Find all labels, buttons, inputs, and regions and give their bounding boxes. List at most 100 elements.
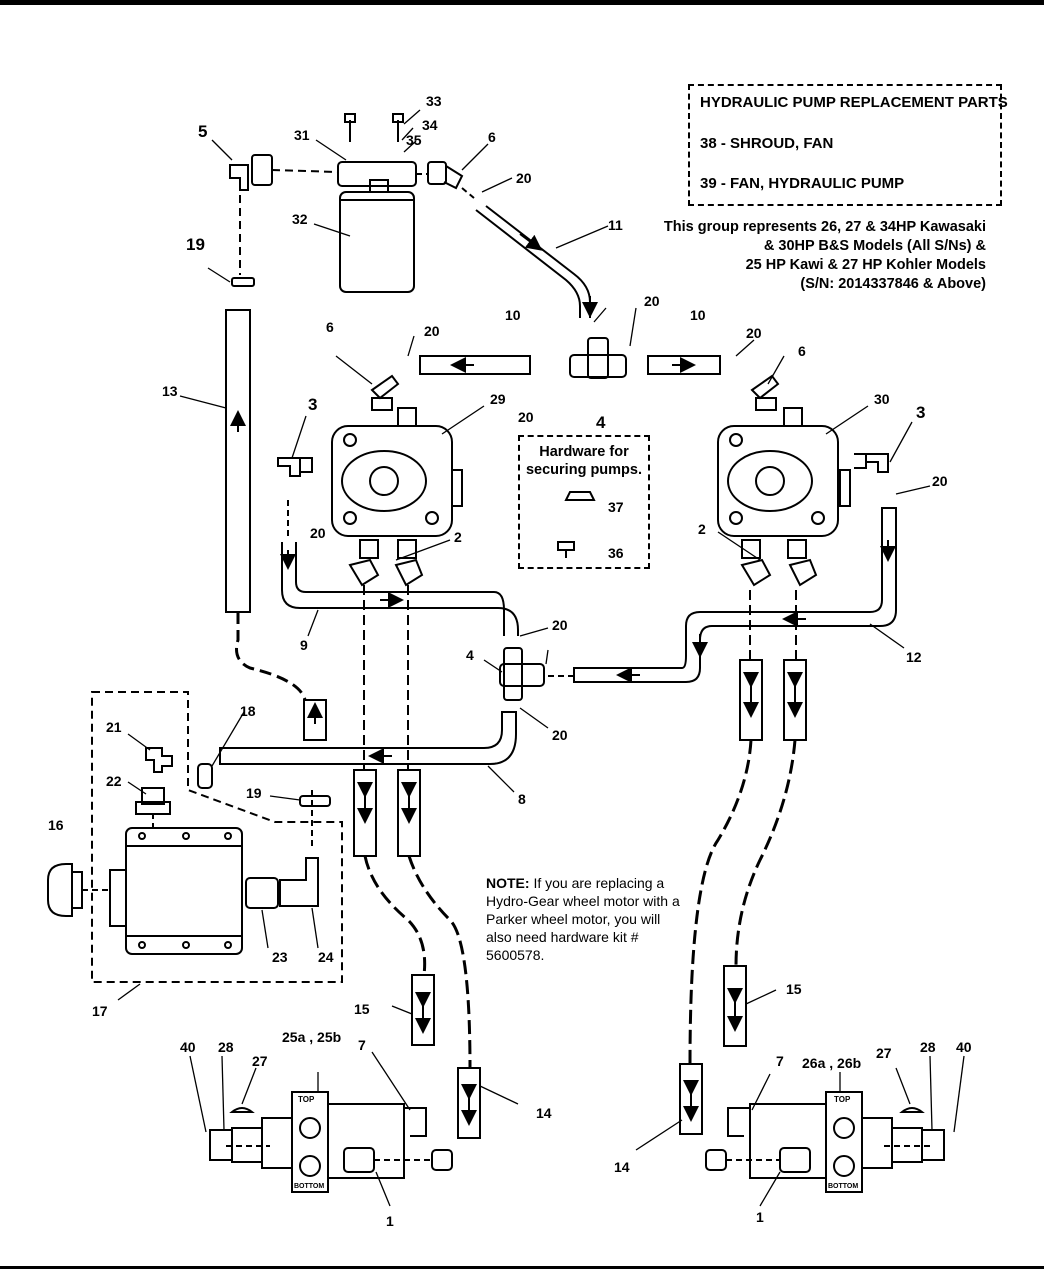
- elbow-fitting-5: [229, 154, 339, 275]
- callout-7-right: 7: [776, 1053, 784, 1069]
- callout-40-right: 40: [956, 1039, 972, 1055]
- callout-30: 30: [874, 391, 890, 407]
- elbow-fitting-6-left: [370, 374, 400, 411]
- callouts: 33 34 35 31 5 6 20 32 11 19 20 10 10 20 …: [48, 93, 972, 1229]
- hose-11: [485, 205, 591, 318]
- hose-10-left: [419, 355, 531, 375]
- callout-6-left: 6: [326, 319, 334, 335]
- model-group-note: This group represents 26, 27 & 34HP Kawa…: [600, 218, 986, 294]
- callout-20-top: 20: [516, 170, 532, 186]
- callout-31: 31: [294, 127, 310, 143]
- hydraulic-pump-30: [717, 407, 851, 587]
- callout-1-left: 1: [386, 1213, 394, 1229]
- callout-6-right: 6: [798, 343, 806, 359]
- cap-16: [47, 863, 83, 917]
- replacement-item-39: 39 - FAN, HYDRAULIC PUMP: [700, 175, 905, 192]
- callout-5: 5: [198, 122, 207, 141]
- hardware-title-line: Hardware for: [539, 444, 629, 460]
- callout-18: 18: [240, 703, 256, 719]
- callout-20-tee-mid-bottom: 20: [552, 727, 568, 743]
- model-group-line: 25 HP Kawi & 27 HP Kohler Models: [745, 257, 986, 273]
- elbow-fitting-6-top: [416, 161, 475, 199]
- model-group-line: (S/N: 2014337846 & Above): [800, 276, 986, 292]
- wheel-motor-right: [705, 1091, 945, 1193]
- callout-9: 9: [300, 637, 308, 653]
- callout-20-right-hose: 20: [746, 325, 762, 341]
- callout-33: 33: [426, 93, 442, 109]
- callout-3-left: 3: [308, 395, 317, 414]
- replacement-parts-box: [688, 84, 1002, 206]
- hydraulic-pump-29: [331, 407, 463, 587]
- callout-40-left: 40: [180, 1039, 196, 1055]
- hose-10-right: [647, 355, 721, 375]
- callout-10-left: 10: [505, 307, 521, 323]
- callout-4-top: 4: [596, 413, 606, 432]
- motor-right-bottom-label: BOTTOM: [828, 1183, 858, 1190]
- nut-37-icon: [564, 491, 596, 501]
- model-group-line: & 30HP B&S Models (All S/Ns) &: [763, 238, 986, 254]
- callout-34: 34: [422, 117, 438, 133]
- hardware-box-title: Hardware for securing pumps.: [522, 443, 646, 479]
- callout-22: 22: [106, 773, 122, 789]
- fitting-21: [145, 747, 173, 773]
- callout-12: 12: [906, 649, 922, 665]
- callout-35: 35: [406, 132, 422, 148]
- callout-24: 24: [318, 949, 334, 965]
- model-group-line: This group represents 26, 27 & 34HP Kawa…: [663, 219, 986, 235]
- replacement-item-38: 38 - SHROUD, FAN: [700, 135, 834, 152]
- hose-15-left: [411, 974, 435, 1046]
- callout-20-left-pump: 20: [310, 525, 326, 541]
- callout-6-top: 6: [488, 129, 496, 145]
- filler-22: [141, 787, 165, 805]
- callout-23: 23: [272, 949, 288, 965]
- callout-29: 29: [490, 391, 506, 407]
- screen-23: [245, 877, 279, 909]
- clamp-18: [197, 763, 213, 789]
- callout-36: 36: [608, 545, 624, 561]
- note-label: NOTE:: [486, 875, 530, 891]
- callout-21: 21: [106, 719, 122, 735]
- bottom-rule: [0, 1266, 1044, 1269]
- callout-20-tee-left: 20: [518, 409, 534, 425]
- hose-14-right: [679, 1063, 703, 1135]
- callout-3-right: 3: [916, 403, 925, 422]
- hose-15-right: [723, 965, 747, 1047]
- parker-motor-note: NOTE: If you are replacing a Hydro-Gear …: [486, 874, 686, 964]
- callout-13: 13: [162, 383, 178, 399]
- callout-27-left: 27: [252, 1053, 268, 1069]
- callout-14-right: 14: [614, 1159, 630, 1175]
- callout-28-right: 28: [920, 1039, 936, 1055]
- reservoir-group-outline: [91, 691, 343, 983]
- hardware-title-line: securing pumps.: [525, 462, 643, 478]
- callout-20-right-pump: 20: [932, 473, 948, 489]
- hose-13: [225, 309, 251, 613]
- replacement-parts-title: HYDRAULIC PUMP REPLACEMENT PARTS: [700, 94, 1008, 111]
- callout-19-lower: 19: [246, 785, 262, 801]
- callout-14-left: 14: [536, 1105, 552, 1121]
- callout-37: 37: [608, 499, 624, 515]
- callout-20-tee-mid-top: 20: [552, 617, 568, 633]
- callout-10-right: 10: [690, 307, 706, 323]
- callout-8: 8: [518, 791, 526, 807]
- hose-14-left: [457, 1067, 481, 1139]
- elbow-fitting-3-right: [854, 453, 889, 473]
- callout-4-mid: 4: [466, 647, 474, 663]
- callout-2-left: 2: [454, 529, 462, 545]
- callout-20-tee-top: 20: [644, 293, 660, 309]
- clamp-19-lower: [299, 795, 331, 807]
- elbow-fitting-3-left: [277, 457, 313, 477]
- callout-27-right: 27: [876, 1045, 892, 1061]
- callout-11: 11: [608, 217, 623, 233]
- callout-26ab: 26a , 26b: [802, 1055, 861, 1071]
- bolt-36-icon: [557, 541, 575, 558]
- callout-28-left: 28: [218, 1039, 234, 1055]
- callout-25ab: 25a , 25b: [282, 1029, 341, 1045]
- callout-15-right: 15: [786, 981, 802, 997]
- callout-1-right: 1: [756, 1209, 764, 1225]
- callout-17: 17: [92, 1003, 108, 1019]
- tee-fitting-4-mid: [499, 647, 545, 701]
- note-text: If you are replacing a Hydro-Gear wheel …: [486, 875, 680, 963]
- wheel-motor-left: [209, 1091, 453, 1193]
- tee-fitting-4-top: [569, 337, 627, 379]
